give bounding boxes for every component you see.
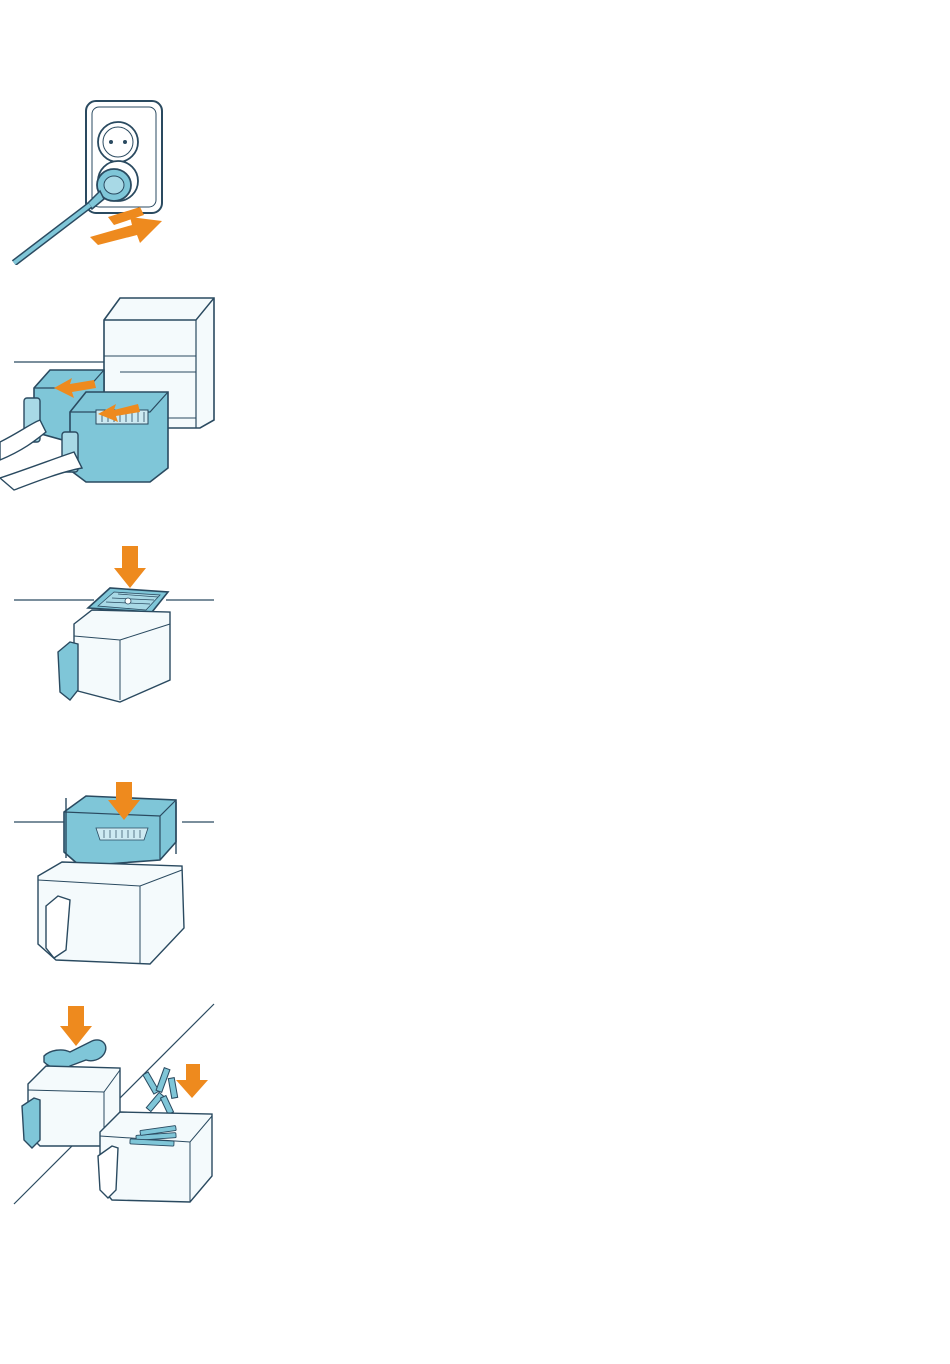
step-4-illustration — [0, 778, 230, 968]
insert-inner-basket-icon — [0, 778, 230, 968]
add-food-icon — [0, 1000, 230, 1210]
plug-into-socket-icon — [0, 95, 230, 265]
step-3-illustration — [0, 540, 230, 710]
insert-grill-plate-icon — [0, 540, 230, 710]
step-1-illustration — [0, 95, 230, 265]
step-2-illustration — [0, 292, 230, 492]
step-5-illustration — [0, 1000, 230, 1210]
pull-out-baskets-icon — [0, 292, 230, 492]
